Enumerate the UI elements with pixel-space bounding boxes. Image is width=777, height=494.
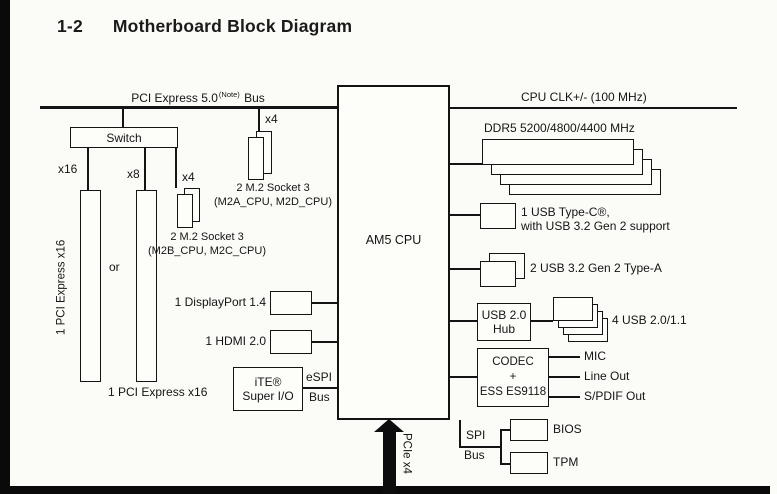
hdmi-box — [270, 330, 312, 354]
pci-express-bus-line — [40, 106, 337, 109]
usb-hub-out-line — [531, 320, 553, 322]
lane-x4-m2b-label: x4 — [182, 170, 195, 184]
spi-bus-label-line2: Bus — [464, 448, 485, 462]
spi-bus-label-line1: SPI — [466, 428, 486, 442]
m2-socket-b-front-box — [177, 194, 193, 228]
usb-type-c-line — [450, 214, 480, 216]
usb32-label: 2 USB 3.2 Gen 2 Type-A — [530, 261, 662, 275]
codec-line3: ESS ES9118 — [479, 386, 547, 398]
codec-line2: + — [509, 371, 517, 383]
usb20-port-1 — [553, 297, 593, 321]
m2-socket-b-line2: (M2B_CPU, M2C_CPU) — [148, 244, 266, 257]
spi-to-tpm-line — [502, 463, 510, 465]
codec-in-line — [450, 376, 477, 378]
usb32-line — [450, 268, 480, 270]
line-out-label: Line Out — [584, 369, 630, 383]
lane-x4-m2a-label: x4 — [265, 112, 278, 126]
section-title: 1-2 Motherboard Block Diagram — [57, 16, 352, 37]
usb-type-c-box — [480, 203, 516, 229]
displayport-box — [270, 291, 312, 315]
am5-cpu-label: AM5 CPU — [365, 232, 422, 247]
pcie-x16-slot-1 — [80, 190, 101, 382]
m2-socket-a-line1: 2 M.2 Socket 3 — [236, 182, 310, 194]
usb-hub-line1: USB 2.0 — [481, 308, 527, 322]
tpm-box — [510, 452, 548, 474]
pcie-switch-label: Switch — [106, 130, 142, 145]
mic-line — [549, 356, 580, 358]
pcie-switch-box: Switch — [70, 127, 178, 148]
ddr5-dimm-1 — [482, 139, 634, 165]
pcie-x4-label: PCIe x4 — [400, 433, 413, 474]
usb-type-c-label-line1: 1 USB Type-C®, — [521, 205, 610, 219]
lane-x16-label: x16 — [58, 162, 78, 176]
codec-line1: CODEC — [492, 356, 534, 368]
usb32-port-front-box — [480, 261, 516, 287]
lane-x4-m2a-line — [258, 108, 260, 132]
ddr5-label: DDR5 5200/4800/4400 MHz — [484, 121, 635, 135]
displayport-line — [312, 302, 337, 304]
tpm-label: TPM — [553, 455, 579, 469]
espi-label-line2: Bus — [309, 390, 330, 404]
pcie-x16-side-label: 1 PCI Express x16 — [55, 239, 68, 336]
ddr5-line — [450, 163, 482, 165]
m2-socket-a-front-box — [248, 137, 264, 180]
m2-socket-b-label: 2 M.2 Socket 3 (M2B_CPU, M2C_CPU) — [142, 231, 272, 258]
pcie-x4-arrow-head — [374, 419, 404, 432]
usb-type-c-label-line2: with USB 3.2 Gen 2 support — [521, 219, 670, 233]
cpu-clk-label: CPU CLK+/- (100 MHz) — [521, 90, 647, 104]
codec-box: CODEC + ESS ES9118 — [477, 348, 549, 407]
pcie-x16-slot-2 — [136, 190, 157, 382]
super-io-brand: iTE® — [254, 375, 282, 389]
pci-express-bus-suffix: Bus — [244, 91, 265, 105]
hdmi-label: 1 HDMI 2.0 — [205, 334, 266, 348]
spi-bus-hline — [459, 446, 502, 448]
bios-label: BIOS — [553, 422, 582, 436]
am5-cpu-box: AM5 CPU — [337, 85, 450, 420]
hdmi-line — [312, 341, 337, 343]
super-io-name: Super I/O — [242, 389, 294, 403]
section-number: 1-2 — [57, 16, 83, 36]
usb-hub-box: USB 2.0 Hub — [477, 303, 531, 341]
page-title: Motherboard Block Diagram — [112, 16, 353, 36]
line-out-line — [549, 376, 580, 378]
lane-x8-label: x8 — [127, 167, 140, 181]
bus-to-switch-line — [122, 108, 124, 127]
spdif-line — [549, 396, 580, 398]
spi-bus-bracket-line — [500, 429, 502, 465]
usb-hub-line2: Hub — [492, 322, 515, 336]
pci-express-bus-name: PCI Express 5.0 — [131, 91, 218, 105]
espi-bus-line — [303, 387, 337, 389]
or-label: or — [109, 260, 120, 274]
lane-x4-m2b-line — [175, 148, 177, 188]
spi-bus-drop-line — [459, 420, 461, 448]
bios-box — [510, 419, 548, 441]
pci-express-bus-note: (Note) — [218, 90, 240, 99]
mic-label: MIC — [584, 349, 606, 363]
lane-x8-line — [144, 148, 146, 190]
pci-express-bus-label: PCI Express 5.0(Note) Bus — [112, 88, 284, 106]
lane-x16-line — [87, 148, 89, 190]
super-io-box: iTE® Super I/O — [233, 367, 303, 411]
page-left-edge-bar — [0, 0, 10, 494]
cpu-clk-line — [450, 107, 737, 109]
espi-label-line1: eSPI — [306, 370, 333, 384]
m2-socket-b-line1: 2 M.2 Socket 3 — [170, 231, 244, 243]
usb20-label: 4 USB 2.0/1.1 — [612, 313, 687, 327]
pcie-x4-arrow-shaft — [383, 431, 396, 494]
spi-to-bios-line — [502, 429, 510, 431]
spdif-label: S/PDIF Out — [584, 389, 646, 403]
usb-hub-in-line — [450, 320, 477, 322]
m2-socket-a-line2: (M2A_CPU, M2D_CPU) — [214, 195, 332, 208]
pcie-x16-bottom-label: 1 PCI Express x16 — [108, 385, 208, 399]
m2-socket-a-label: 2 M.2 Socket 3 (M2A_CPU, M2D_CPU) — [207, 182, 339, 209]
displayport-label: 1 DisplayPort 1.4 — [174, 295, 266, 309]
